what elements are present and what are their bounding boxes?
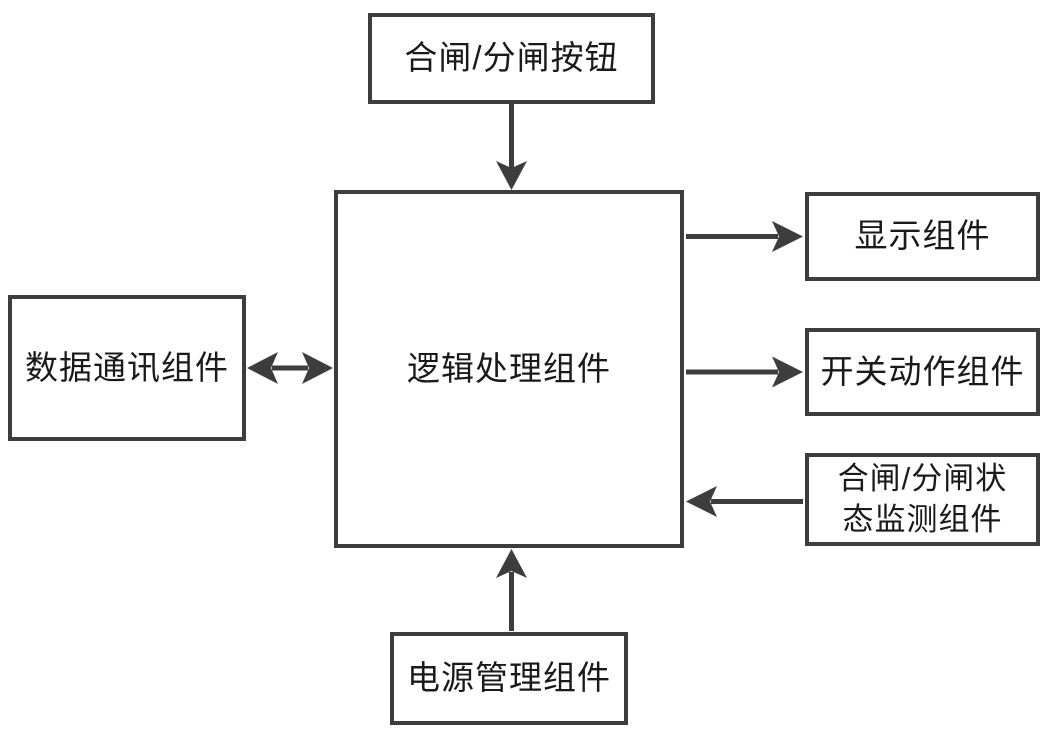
arrow-button-to-logic [496, 104, 527, 190]
node-close-open-button-label: 合闸/分闸按钮 [404, 39, 619, 77]
node-switch-action-label: 开关动作组件 [820, 352, 1025, 390]
node-close-open-button: 合闸/分闸按钮 [368, 13, 655, 104]
arrow-datacomm-logic-bidirectional [247, 352, 333, 384]
node-logic-processing-label: 逻辑处理组件 [407, 349, 611, 387]
node-display-label: 显示组件 [854, 217, 991, 255]
arrow-logic-to-display [686, 221, 803, 252]
node-data-communication: 数据通讯组件 [8, 295, 246, 441]
node-display: 显示组件 [805, 192, 1040, 281]
node-logic-processing: 逻辑处理组件 [334, 190, 684, 548]
arrow-logic-to-switch-action [686, 356, 803, 388]
node-close-open-state-monitoring: 合闸/分闸状态监测组件 [805, 453, 1040, 546]
arrow-state-monitoring-to-logic [686, 486, 803, 517]
node-power-management: 电源管理组件 [390, 632, 628, 725]
node-data-communication-label: 数据通讯组件 [25, 348, 229, 386]
node-switch-action: 开关动作组件 [805, 328, 1040, 416]
arrow-power-to-logic [496, 549, 527, 631]
node-power-management-label: 电源管理组件 [407, 659, 611, 697]
node-close-open-state-monitoring-label: 合闸/分闸状态监测组件 [837, 461, 1008, 537]
